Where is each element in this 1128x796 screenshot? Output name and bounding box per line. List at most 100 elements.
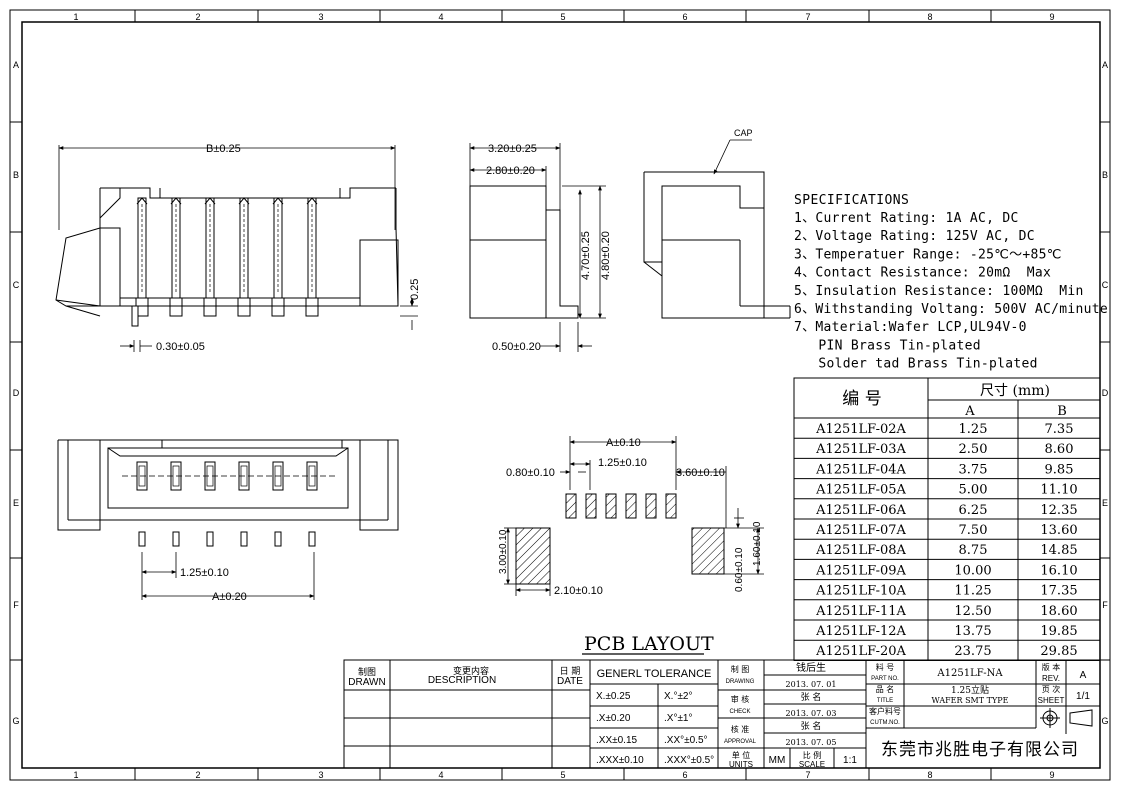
table-cell-b: 17.35	[1040, 584, 1077, 599]
zone-row-label: E	[13, 498, 19, 508]
zone-col-label: 6	[682, 770, 687, 780]
side-depth-dim: 3.20±0.25	[488, 143, 537, 155]
table-col-a: A	[964, 404, 975, 419]
zone-row-label: D	[13, 388, 20, 398]
zone-row-label: A	[1102, 60, 1108, 70]
front-pin-width-dim: 0.30±0.05	[156, 341, 205, 353]
zone-col-label: 5	[560, 12, 565, 22]
table-cell-part: A1251LF-02A	[815, 422, 906, 437]
front-view	[55, 187, 399, 327]
front-width-dim: B±0.25	[206, 143, 241, 155]
zone-col-label: 8	[927, 770, 932, 780]
tb-title-cn: 品 名	[876, 684, 895, 694]
zone-row-label: A	[13, 60, 19, 70]
top-span-dim: A±0.20	[212, 591, 247, 603]
zone-row-label: C	[1102, 280, 1109, 290]
tb-sheet-en: SHEET	[1038, 696, 1065, 705]
tb-cust-cn: 客户料号	[869, 706, 901, 716]
pcb-pitch-dim: 1.25±0.10	[598, 457, 647, 469]
cap-view	[643, 139, 791, 319]
top-pitch-dim: 1.25±0.10	[180, 567, 229, 579]
spec-line: Solder tad Brass Tin-plated	[794, 357, 1038, 372]
tb-desc-en: DESCRIPTION	[428, 675, 496, 686]
cap-label: CAP	[734, 128, 753, 138]
pcb-dims	[504, 436, 764, 596]
zone-row-label: F	[1102, 600, 1108, 610]
tb-drawing-date: 2013. 07. 01	[786, 680, 837, 689]
sheet-frame	[9, 9, 1111, 781]
specs-list: 1、Current Rating: 1A AC, DC2、Voltage Rat…	[794, 211, 1108, 372]
zone-row-label: B	[13, 170, 19, 180]
table-cell-b: 14.85	[1040, 543, 1077, 558]
tb-date-cn: 日 期	[560, 666, 581, 677]
zone-row-label: G	[12, 716, 19, 726]
title-block: 制图 DRAWN 变更内容 DESCRIPTION 日 期 DATE GENER…	[343, 659, 1101, 769]
table-cell-b: 29.85	[1040, 644, 1077, 659]
tb-desc-cn: 变更内容	[453, 665, 489, 677]
table-cell-b: 19.85	[1040, 624, 1077, 639]
spec-line: 6、Withstanding Voltang: 500V AC/minute	[794, 302, 1108, 317]
tolerance-linear: .XX±0.15	[596, 735, 638, 746]
side-height-dim-2: 4.80±0.20	[600, 231, 612, 280]
table-cell-part: A1251LF-20A	[815, 644, 906, 659]
zone-col-label: 6	[682, 12, 687, 22]
zone-col-label: 2	[195, 12, 200, 22]
side-view	[469, 185, 579, 319]
spec-line: 7、Material:Wafer LCP,UL94V-0	[794, 320, 1027, 335]
table-col-part: 编 号	[842, 389, 881, 409]
tb-units-cn: 单 位	[732, 750, 751, 760]
table-cell-a: 5.00	[959, 483, 988, 498]
table-cell-a: 6.25	[959, 503, 988, 518]
table-cell-part: A1251LF-08A	[815, 543, 906, 558]
zone-col-label: 7	[805, 770, 810, 780]
spec-line: 1、Current Rating: 1A AC, DC	[794, 211, 1019, 226]
table-cell-b: 9.85	[1045, 462, 1074, 477]
zone-col-label: 4	[438, 12, 443, 22]
tb-date-en: DATE	[557, 676, 583, 687]
tolerance-angular: .XX°±0.5°	[664, 735, 708, 746]
table-cell-part: A1251LF-04A	[815, 462, 906, 477]
tb-partno-value: A1251LF-NA	[936, 668, 1003, 679]
tb-drawing-en: DRAWING	[726, 679, 755, 685]
table-cell-part: A1251LF-12A	[815, 624, 906, 639]
spec-line: PIN Brass Tin-plated	[794, 338, 981, 353]
table-cell-part: A1251LF-09A	[815, 563, 906, 578]
tb-approval-cn: 核 准	[731, 724, 750, 734]
side-height-dim-1: 4.70±0.25	[580, 231, 592, 280]
tb-sheet-value: 1/1	[1076, 691, 1090, 702]
pcb-layout-title: PCB LAYOUT	[584, 633, 714, 655]
front-height-dim: 0.25	[409, 279, 421, 300]
table-cell-a: 7.50	[959, 523, 988, 538]
pcb-layout	[515, 493, 725, 585]
pcb-pad-height-dim: 3.00±0.10	[498, 529, 509, 574]
tb-scale-value: 1:1	[843, 755, 857, 766]
tb-check-cn: 审 核	[731, 694, 750, 704]
zone-col-label: 1	[73, 770, 78, 780]
zone-col-label: 2	[195, 770, 200, 780]
table-cell-b: 13.60	[1040, 523, 1077, 538]
table-cell-part: A1251LF-05A	[815, 483, 906, 498]
table-cell-b: 18.60	[1040, 604, 1077, 619]
table-cell-b: 7.35	[1045, 422, 1074, 437]
table-cell-part: A1251LF-11A	[815, 604, 906, 619]
tb-tolerance-title: GENERL TOLERANCE	[597, 668, 712, 680]
zone-row-label: C	[13, 280, 20, 290]
zone-col-label: 9	[1049, 770, 1054, 780]
spec-line: 4、Contact Resistance: 20mΩ Max	[794, 266, 1051, 281]
table-cell-a: 2.50	[959, 442, 988, 457]
tb-rev-en: REV.	[1042, 674, 1060, 683]
spec-line: 5、Insulation Resistance: 100MΩ Min	[794, 284, 1084, 299]
company-name: 东莞市兆胜电子有限公司	[881, 740, 1079, 760]
tb-drawn-en: DRAWN	[348, 677, 385, 688]
side-dims	[469, 143, 606, 352]
zone-col-label: 5	[560, 770, 565, 780]
